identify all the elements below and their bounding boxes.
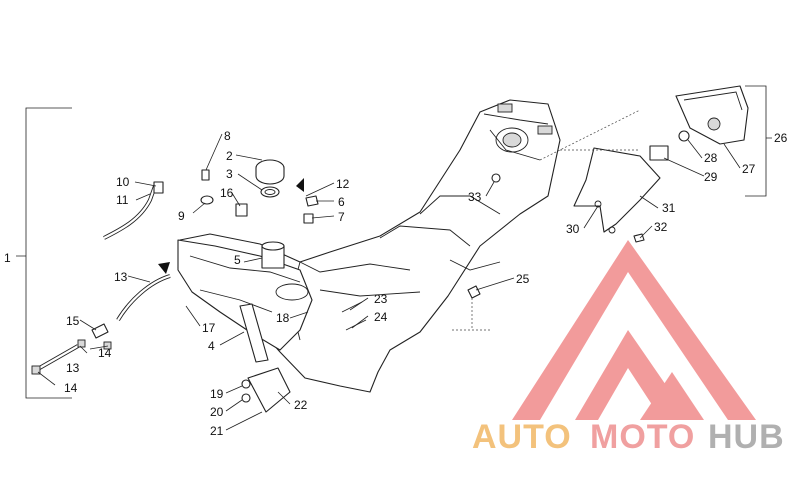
- clamp-14c: [103, 341, 112, 350]
- callout-8: 8: [224, 129, 231, 143]
- callout-33: 33: [468, 190, 482, 204]
- callout-2: 2: [226, 149, 233, 163]
- callout-labels: 1 2 3 4 5 6 7 8 9 10 11 12 13 13 14 14 1…: [4, 129, 788, 438]
- fitting-33: [491, 173, 501, 183]
- bulb: [678, 130, 690, 142]
- callout-19: 19: [210, 387, 224, 401]
- bracket-1: [16, 107, 72, 399]
- taillight: [675, 85, 749, 145]
- watermark-auto: AUTO: [472, 418, 572, 456]
- callout-29: 29: [704, 170, 718, 184]
- callout-23: 23: [374, 292, 388, 306]
- cap-gasket: [260, 186, 280, 198]
- logo-triangle-icon: [512, 240, 756, 420]
- callout-6: 6: [338, 195, 345, 209]
- bolt-23: [341, 301, 363, 313]
- callout-20: 20: [210, 405, 224, 419]
- arrow-marker-13: [158, 262, 170, 274]
- grommet-9: [200, 195, 214, 205]
- fuel-filter: [91, 323, 109, 339]
- callout-14b: 14: [64, 381, 78, 395]
- callout-3: 3: [226, 167, 233, 181]
- callout-9: 9: [178, 209, 185, 223]
- callout-22: 22: [294, 398, 308, 412]
- callout-17: 17: [202, 321, 216, 335]
- fuel-tank: [177, 239, 313, 351]
- callout-14a: 14: [98, 346, 112, 360]
- washer-19: [241, 379, 251, 389]
- leader-lines: [37, 133, 741, 431]
- clamp-14b: [77, 339, 86, 348]
- callout-25: 25: [516, 272, 530, 286]
- callout-13a: 13: [114, 270, 128, 284]
- callout-11: 11: [116, 193, 129, 207]
- callout-31: 31: [662, 201, 676, 215]
- callout-15: 15: [66, 314, 80, 328]
- callout-21: 21: [210, 424, 224, 438]
- callout-27: 27: [742, 162, 756, 176]
- watermark: AUTO MOTO HUB: [472, 240, 785, 456]
- grommet-16: [235, 203, 248, 217]
- fitting-7: [303, 213, 314, 224]
- callout-13b: 13: [66, 361, 80, 375]
- taillight-bracket: [573, 147, 661, 233]
- tank-strap: [239, 303, 269, 363]
- callout-7: 7: [338, 210, 345, 224]
- callout-5: 5: [234, 253, 241, 267]
- callout-30: 30: [566, 222, 580, 236]
- callout-12: 12: [336, 177, 350, 191]
- callout-32: 32: [654, 220, 668, 234]
- arrow-marker-12: [296, 178, 304, 192]
- bracket-26: [745, 85, 772, 197]
- callout-16: 16: [220, 186, 234, 200]
- watermark-hub: HUB: [708, 418, 785, 456]
- callout-10: 10: [116, 175, 130, 189]
- fitting-8: [201, 169, 210, 181]
- vent-valve: [153, 181, 164, 194]
- fuel-cap: [255, 159, 285, 185]
- callout-18: 18: [276, 311, 290, 325]
- callout-26: 26: [774, 131, 788, 145]
- leader-box: [539, 109, 641, 161]
- watermark-moto: MOTO: [590, 418, 695, 456]
- callout-1: 1: [4, 251, 11, 265]
- callout-28: 28: [704, 151, 718, 165]
- fitting-6: [305, 195, 319, 207]
- nut-20: [241, 393, 251, 403]
- clamp-14a: [31, 365, 41, 375]
- bulb-socket: [649, 145, 669, 161]
- callout-24: 24: [374, 310, 388, 324]
- mount-bracket: [247, 367, 291, 413]
- callout-4: 4: [208, 339, 215, 353]
- seat-tank-body: [177, 99, 561, 393]
- vent-hose: [103, 185, 157, 240]
- bolt-25: [467, 285, 481, 299]
